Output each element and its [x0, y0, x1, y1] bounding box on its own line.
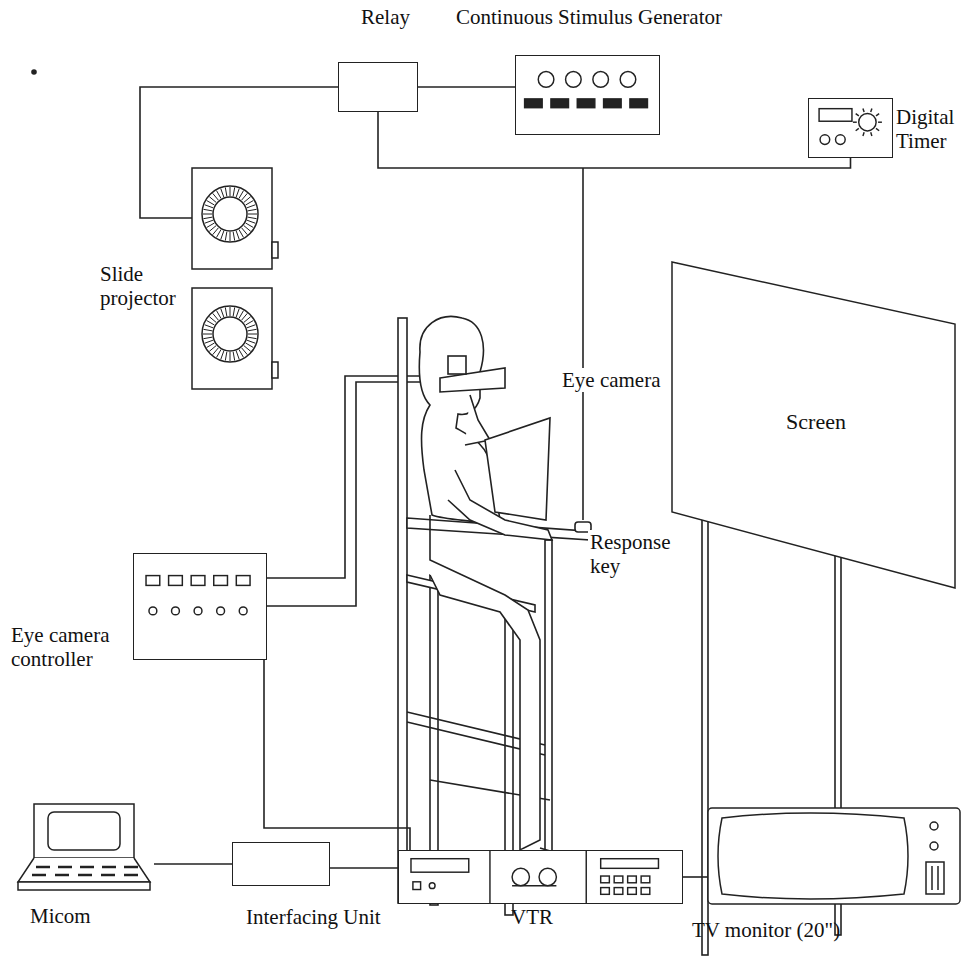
micom-computer-drawing: [14, 800, 154, 895]
cable: [330, 867, 398, 869]
micom-computer: Micom: [14, 800, 154, 895]
response-key-label: Response key: [588, 530, 662, 578]
device-label: Micom: [30, 904, 130, 928]
device-label: Relay: [361, 5, 451, 29]
digital-timer: Digital Timer: [808, 98, 893, 158]
cable: [140, 87, 338, 218]
device-label: Screen: [786, 409, 846, 434]
stimulus-generator: Continuous Stimulus Generator: [515, 55, 660, 135]
eye-camera-wire: [267, 382, 440, 606]
interfacing-unit: Interfacing Unit: [232, 842, 330, 886]
device-label: Slide projector: [100, 262, 186, 310]
vtr-drawing: [399, 851, 682, 903]
seated-person: [419, 317, 591, 875]
eye-camera-controller-drawing: [134, 554, 266, 659]
cable: [154, 863, 232, 865]
device-label: Eye camera controller: [11, 623, 111, 671]
screen: Screen: [672, 262, 960, 592]
relay-box: Relay: [338, 62, 418, 112]
digital-timer-drawing: [809, 99, 892, 157]
device-label: VTR: [511, 905, 591, 929]
cable: [683, 876, 708, 878]
stimulus-generator-drawing: [516, 56, 659, 134]
response-key-wire: [582, 168, 584, 520]
eye-camera-controller: Eye camera controller: [133, 553, 267, 660]
eye-camera-label: Eye camera: [560, 368, 663, 392]
slide-projectors-drawing: [192, 168, 274, 390]
cable: [418, 86, 515, 88]
device-label: Digital Timer: [896, 105, 964, 153]
device-label: Continuous Stimulus Generator: [456, 5, 816, 29]
device-label: TV monitor (20"): [692, 918, 952, 942]
slide-projectors: Slide projector: [192, 168, 274, 390]
eye-camera-wire: [267, 376, 440, 578]
tv-monitor: TV monitor (20"): [708, 806, 962, 906]
cable: [264, 660, 410, 850]
vtr: VTR: [398, 850, 683, 904]
device-label: Interfacing Unit: [246, 905, 446, 929]
tv-monitor-drawing: [708, 806, 962, 906]
chin-rest: [485, 418, 550, 520]
dot: [32, 70, 36, 74]
